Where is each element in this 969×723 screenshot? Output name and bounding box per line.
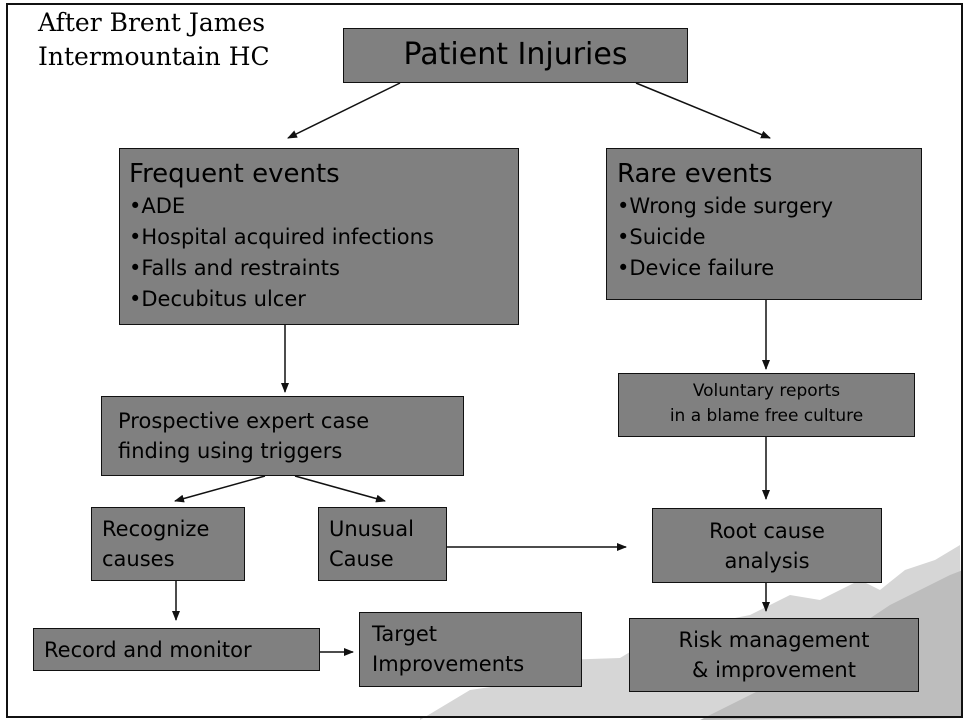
rare-events-title: Rare events	[617, 159, 773, 189]
patient-injuries-box: Patient Injuries	[343, 28, 688, 83]
attribution-line-2: Intermountain HC	[38, 42, 270, 71]
prospective-case-finding-box: Prospective expert case finding using tr…	[101, 396, 464, 476]
arrow-prospective-to-recognize	[174, 475, 266, 503]
root-cause-line-1: Root cause	[709, 519, 825, 543]
record-label: Record and monitor	[44, 638, 252, 662]
unusual-line-1: Unusual	[329, 517, 414, 541]
rare-events-item: •Suicide	[617, 225, 706, 249]
root-cause-analysis-box: Root cause analysis	[652, 508, 882, 583]
rare-events-item: •Device failure	[617, 256, 775, 280]
frequent-events-title: Frequent events	[129, 159, 340, 189]
frequent-events-item: •Hospital acquired infections	[129, 225, 434, 249]
recognize-line-1: Recognize	[102, 517, 210, 541]
prospective-line-1: Prospective expert case	[118, 409, 370, 433]
risk-management-box: Risk management & improvement	[629, 618, 919, 692]
unusual-line-2: Cause	[329, 547, 394, 571]
rare-events-box: Rare events •Wrong side surgery •Suicide…	[606, 148, 922, 300]
risk-line-2: & improvement	[692, 658, 856, 682]
frequent-events-item: •ADE	[129, 194, 186, 218]
recognize-causes-box: Recognize causes	[91, 507, 245, 581]
frequent-events-item: •Falls and restraints	[129, 256, 340, 280]
voluntary-line-1: Voluntary reports	[692, 381, 841, 401]
arrow-injuries-to-rare	[635, 82, 771, 139]
record-and-monitor-box: Record and monitor	[33, 628, 320, 671]
target-line-1: Target	[372, 622, 437, 646]
unusual-cause-box: Unusual Cause	[318, 507, 447, 581]
frequent-events-box: Frequent events •ADE •Hospital acquired …	[119, 148, 519, 325]
frequent-events-item: •Decubitus ulcer	[129, 287, 306, 311]
root-cause-line-2: analysis	[724, 549, 810, 573]
voluntary-line-2: in a blame free culture	[669, 406, 864, 426]
rare-events-item: •Wrong side surgery	[617, 194, 834, 218]
patient-injuries-label: Patient Injuries	[403, 37, 628, 72]
arrow-injuries-to-frequent	[287, 82, 401, 139]
target-line-2: Improvements	[372, 652, 525, 676]
voluntary-reports-box: Voluntary reports in a blame free cultur…	[618, 373, 915, 437]
risk-line-1: Risk management	[678, 628, 870, 652]
prospective-line-2: finding using triggers	[118, 439, 343, 463]
attribution: After Brent James Intermountain HC	[38, 6, 270, 74]
target-improvements-box: Target Improvements	[359, 612, 582, 687]
arrow-prospective-to-unusual	[294, 475, 386, 503]
attribution-line-1: After Brent James	[38, 8, 266, 37]
recognize-line-2: causes	[102, 547, 175, 571]
slide-frame	[6, 3, 963, 718]
